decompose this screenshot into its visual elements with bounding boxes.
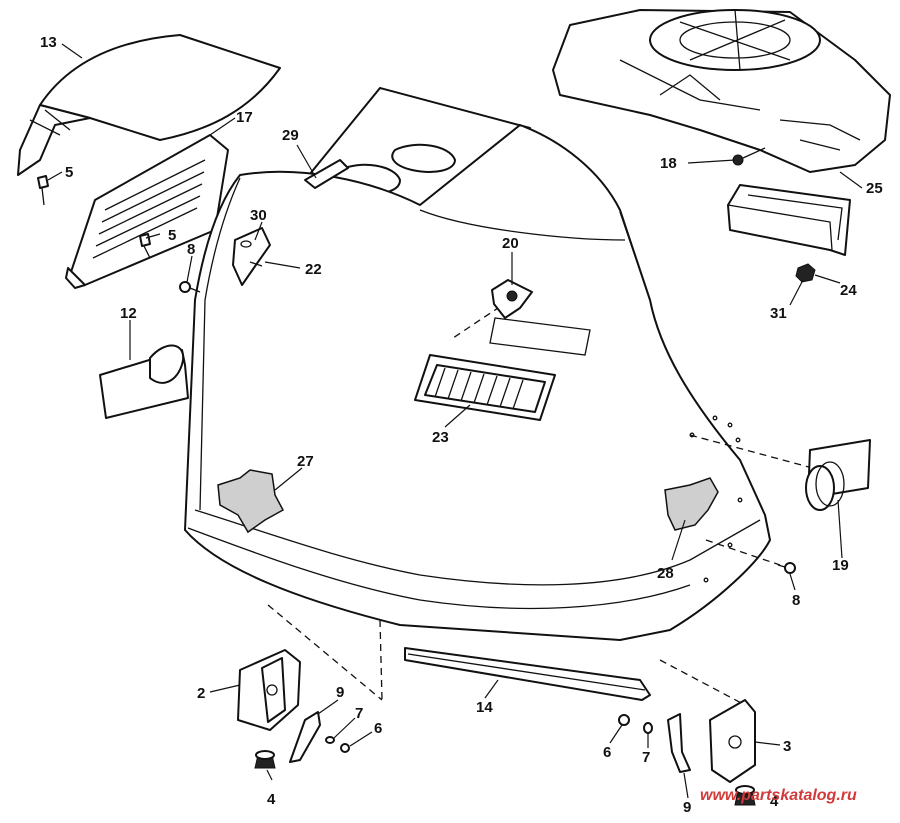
callout-8: 8 <box>187 241 195 258</box>
part-25-intake-silencer <box>552 9 891 173</box>
part-3-latch-bracket <box>659 659 756 783</box>
callout-27: 27 <box>297 453 314 470</box>
leader-lines <box>47 43 863 799</box>
callout-12: 12 <box>120 305 137 322</box>
part-23-vent <box>414 354 556 421</box>
screw-6-left <box>340 743 350 753</box>
callout-7: 7 <box>355 705 363 722</box>
callout-6: 6 <box>374 720 382 737</box>
part-29-latch <box>304 159 349 189</box>
part-9-clip-left <box>289 711 321 763</box>
part-28-foam-pad <box>664 477 719 531</box>
callout-31: 31 <box>770 305 787 322</box>
washer-7-left <box>325 736 335 744</box>
screw-8-a <box>179 281 201 293</box>
callout-4: 4 <box>267 791 276 808</box>
part-19-decal <box>805 439 871 511</box>
callout-13: 13 <box>40 34 57 51</box>
callout-5: 5 <box>65 164 73 181</box>
callout-25: 25 <box>866 180 883 197</box>
part-13-top-cap <box>17 34 281 176</box>
callout-24: 24 <box>840 282 857 299</box>
callout-20: 20 <box>502 235 519 252</box>
callout-labels: 13 17 5 5 29 30 22 8 20 18 25 24 31 12 2… <box>40 34 883 816</box>
callout-3: 3 <box>783 738 791 755</box>
callout-19: 19 <box>832 557 849 574</box>
callout-30: 30 <box>250 207 267 224</box>
callout-18: 18 <box>660 155 677 172</box>
part-4-knob-left <box>254 750 276 769</box>
part-12-decal <box>99 344 189 419</box>
nut-31 <box>795 263 816 283</box>
callout-28: 28 <box>657 565 674 582</box>
watermark-text: www.partskatalog.ru <box>700 787 857 804</box>
callout-6: 6 <box>603 744 611 761</box>
callout-17: 17 <box>236 109 253 126</box>
screw-5-a <box>37 175 49 206</box>
part-24-vent-box <box>727 184 851 256</box>
screw-18 <box>732 147 766 166</box>
part-30-bracket <box>232 227 271 286</box>
callout-2: 2 <box>197 685 205 702</box>
callout-29: 29 <box>282 127 299 144</box>
callout-23: 23 <box>432 429 449 446</box>
callout-9: 9 <box>683 799 691 816</box>
callout-9: 9 <box>336 684 344 701</box>
screw-6-right <box>618 714 630 726</box>
screw-8-b <box>777 562 796 574</box>
part-14-seal-strip <box>404 647 651 701</box>
part-4-knob-right <box>734 785 756 806</box>
callout-22: 22 <box>305 261 322 278</box>
callout-14: 14 <box>476 699 493 716</box>
callout-5: 5 <box>168 227 176 244</box>
callout-8: 8 <box>792 592 800 609</box>
callout-7: 7 <box>642 749 650 766</box>
washer-7-right <box>643 722 653 734</box>
part-20-knob <box>491 279 533 319</box>
part-27-foam-pad <box>217 469 285 534</box>
part-9-clip-right <box>667 713 691 773</box>
part-2-latch-bracket <box>237 604 383 731</box>
callout-4: 4 <box>770 793 779 810</box>
main-cowl <box>184 87 821 641</box>
